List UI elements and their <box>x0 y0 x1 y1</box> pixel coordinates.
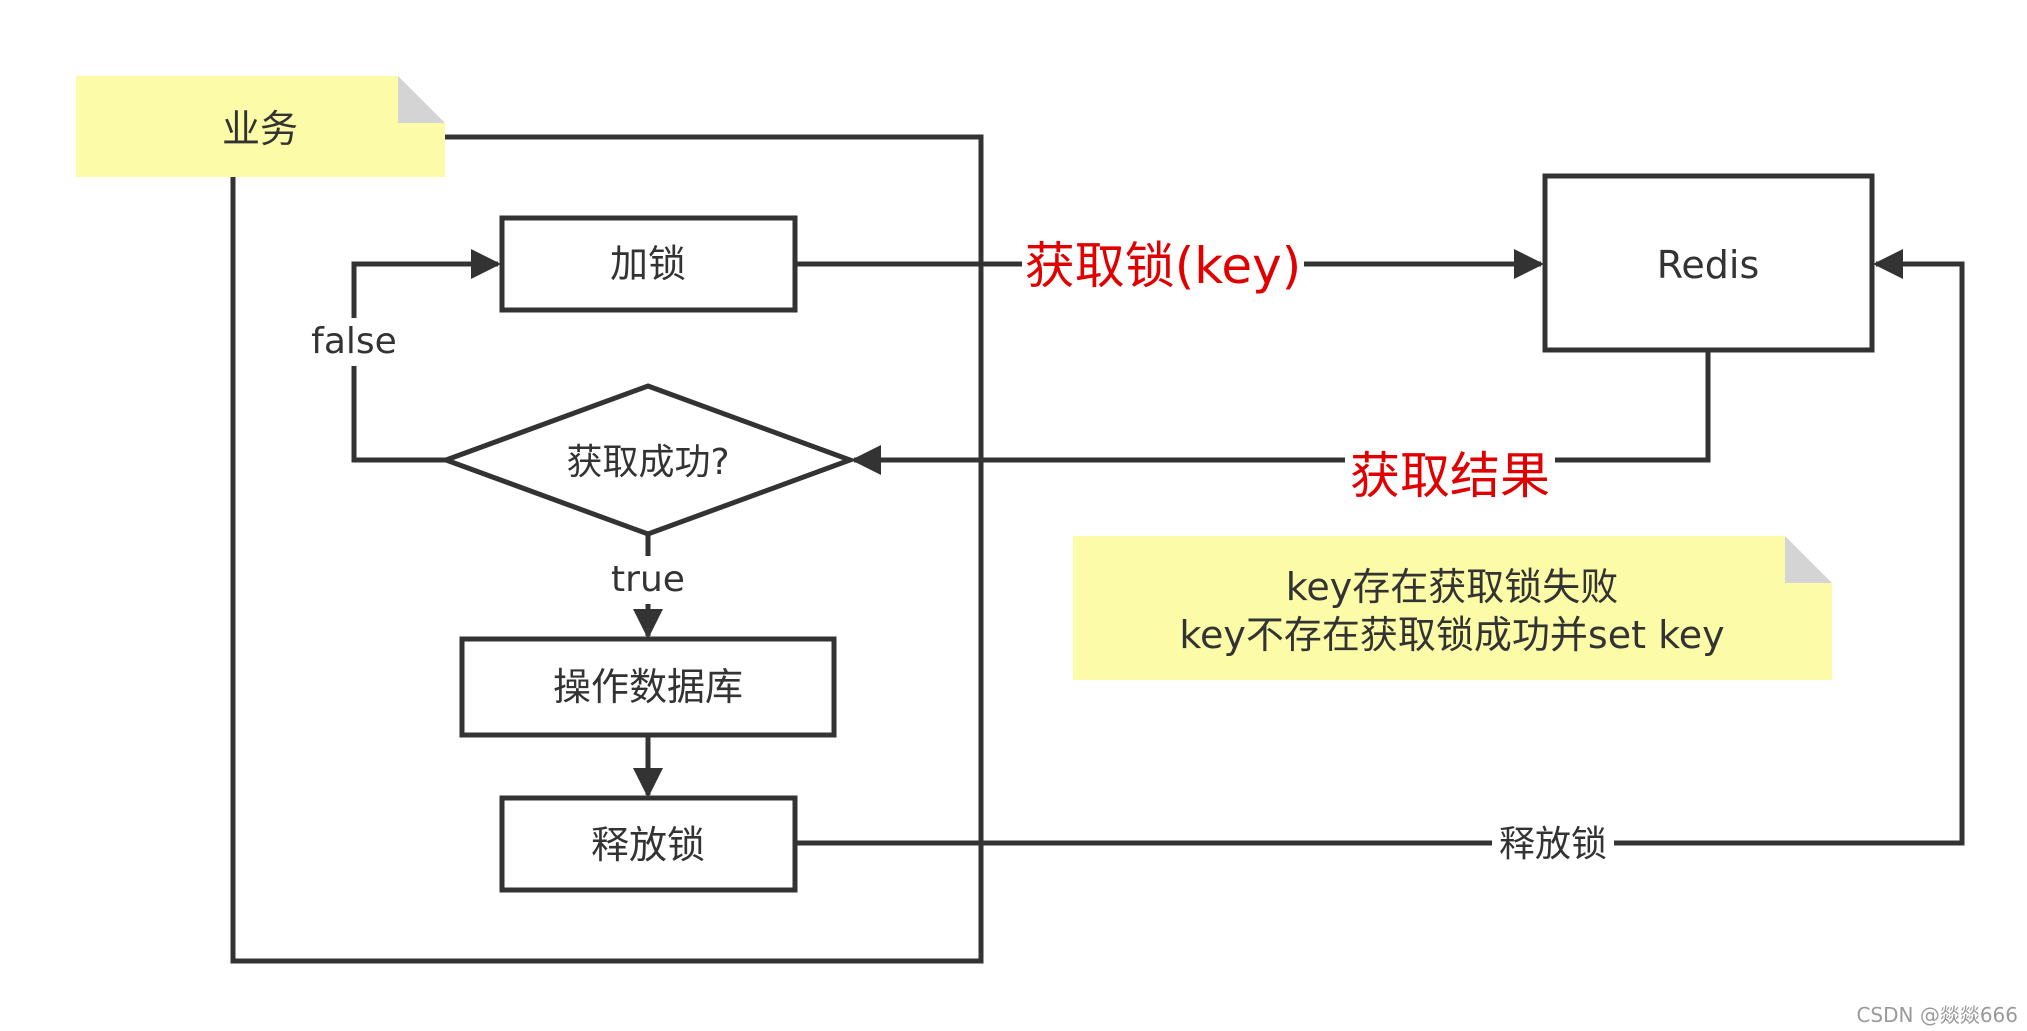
edge-get-result-label: 获取结果 <box>1350 447 1550 505</box>
db-box-label: 操作数据库 <box>553 665 743 709</box>
edge-true-label: true <box>611 559 685 600</box>
decision-label: 获取成功? <box>566 442 729 483</box>
edge-get-lock-label: 获取锁(key) <box>1025 237 1302 295</box>
redis-box-label: Redis <box>1657 243 1760 287</box>
business-container <box>230 134 984 964</box>
release-box-label: 释放锁 <box>591 823 705 867</box>
edge-false-label: false <box>311 321 397 362</box>
edge-release-label: 释放锁 <box>1499 824 1607 865</box>
info-note-line1: key存在获取锁失败 <box>1286 565 1619 609</box>
redis-box <box>1542 173 1875 353</box>
lock-box <box>499 215 798 313</box>
business-note: 业务 <box>76 76 445 177</box>
watermark: CSDN @燚燚666 <box>1856 1003 2018 1027</box>
release-box <box>499 795 798 893</box>
lock-box-label: 加锁 <box>610 242 686 286</box>
edge-release <box>795 249 1965 846</box>
edge-get-result <box>851 350 1711 475</box>
info-note: key存在获取锁失败 key不存在获取锁成功并set key <box>1073 536 1832 680</box>
info-note-line2: key不存在获取锁成功并set key <box>1179 613 1724 657</box>
business-note-text: 业务 <box>222 107 298 151</box>
